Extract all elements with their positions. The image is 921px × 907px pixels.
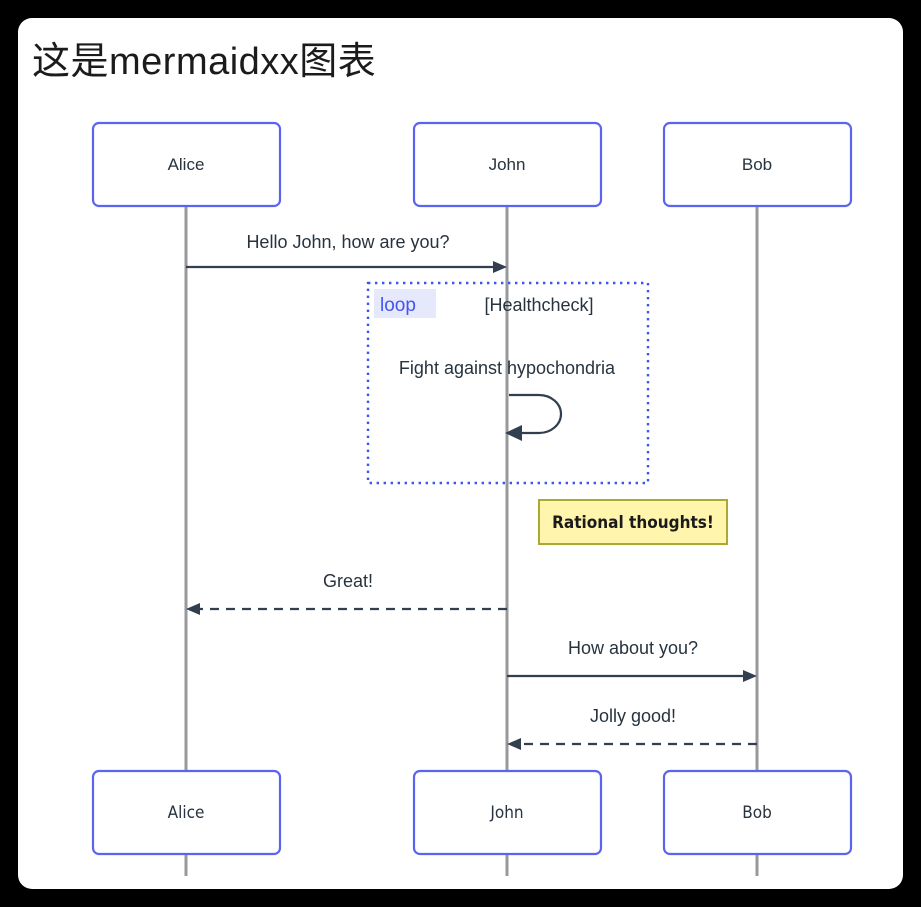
arrowhead-icon <box>186 603 200 615</box>
page-title: 这是mermaidxx图表 <box>32 41 377 83</box>
arrowhead-icon <box>505 425 522 441</box>
actor-label: Alice <box>168 803 205 823</box>
sequence-diagram: Alice John Bob Hello John, how are you? … <box>91 121 853 876</box>
actor-label: Alice <box>168 155 205 174</box>
note-rational-thoughts: Rational thoughts! <box>538 499 728 545</box>
message-label: Great! <box>323 571 373 591</box>
message-label: How about you? <box>568 638 698 658</box>
actor-box[interactable] <box>662 121 853 208</box>
message-label: Hello John, how are you? <box>246 232 449 252</box>
actor-bottom-alice[interactable]: Alice <box>91 769 282 856</box>
message-how-about-you: How about you? <box>507 638 757 682</box>
arrowhead-icon <box>507 738 521 750</box>
actor-bottom-bob[interactable]: Bob <box>662 769 853 856</box>
loop-block-healthcheck: loop [Healthcheck] Fight against hypocho… <box>366 281 650 485</box>
actor-label: Bob <box>742 155 772 174</box>
message-label: Jolly good! <box>590 706 676 726</box>
actor-label: John <box>489 803 523 823</box>
self-loop-path <box>509 393 563 435</box>
message-hello-john: Hello John, how are you? <box>186 232 507 273</box>
actor-top-bob[interactable]: Bob <box>662 121 853 208</box>
actor-bottom-john[interactable]: John <box>412 769 603 856</box>
actor-box[interactable] <box>412 121 603 208</box>
actor-top-alice[interactable]: Alice <box>91 121 282 208</box>
arrowhead-icon <box>493 261 507 273</box>
message-self-john: Fight against hypochondria <box>399 358 616 441</box>
note-box <box>538 499 728 545</box>
actor-box[interactable] <box>91 769 282 856</box>
message-label: Fight against hypochondria <box>399 358 616 378</box>
actor-box[interactable] <box>412 769 603 856</box>
actor-box[interactable] <box>91 121 282 208</box>
loop-title-label: [Healthcheck] <box>484 295 593 315</box>
actor-box[interactable] <box>662 769 853 856</box>
actor-top-john[interactable]: John <box>412 121 603 208</box>
loop-boundary <box>366 281 650 485</box>
loop-tag-label: loop <box>380 295 416 316</box>
actor-label: John <box>489 155 526 174</box>
note-label: Rational thoughts! <box>552 513 714 533</box>
message-jolly-good: Jolly good! <box>507 706 757 750</box>
diagram-card: 这是mermaidxx图表 Alice John Bob Hello John,… <box>18 18 903 889</box>
actor-label: Bob <box>742 803 772 823</box>
message-great: Great! <box>186 571 507 615</box>
loop-tag-background <box>374 289 436 318</box>
arrowhead-icon <box>743 670 757 682</box>
